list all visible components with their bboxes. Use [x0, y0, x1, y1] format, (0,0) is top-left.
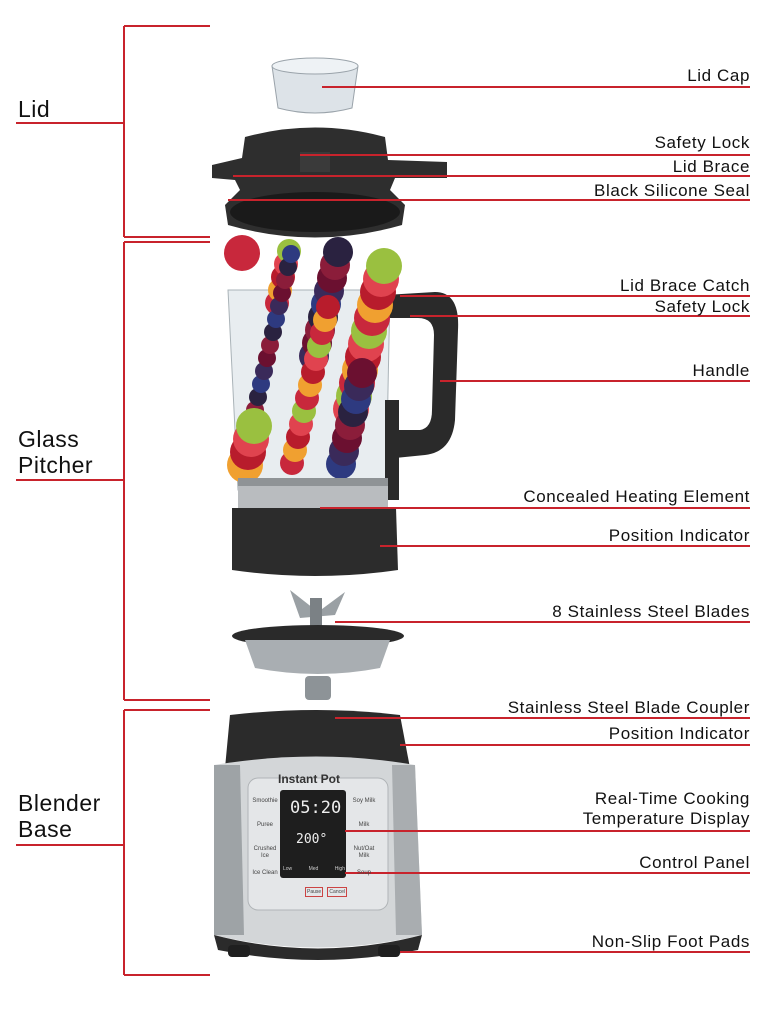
callout-label: Black Silicone Seal: [594, 181, 750, 200]
control-button[interactable]: Cancel: [327, 887, 347, 897]
program-button[interactable]: Smoothie: [252, 798, 278, 804]
program-button[interactable]: Ice Clean: [252, 870, 278, 876]
fruit-piece: [316, 295, 340, 319]
program-button[interactable]: Puree: [256, 822, 273, 828]
leader-lines: [16, 25, 750, 976]
program-button[interactable]: Nut/Oat Milk: [353, 846, 375, 859]
program-button[interactable]: Crushed Ice: [253, 846, 277, 859]
brand-logo: Instant Pot: [278, 772, 340, 786]
callout-label: Lid Brace Catch: [620, 276, 750, 295]
program-button[interactable]: Milk: [358, 822, 370, 828]
callout-label: Position Indicator: [608, 724, 750, 743]
glass-pitcher-illustration: [224, 235, 459, 576]
program-button[interactable]: Soy Milk: [352, 798, 376, 804]
lid-illustration: [212, 127, 447, 238]
callout-label: Control Panel: [639, 853, 750, 872]
callout-label: Lid Cap: [687, 66, 750, 85]
speed-button[interactable]: Low: [283, 866, 293, 872]
callout-label: Lid Brace: [672, 157, 750, 176]
callout-label: Safety Lock: [654, 133, 750, 152]
callout-label: Concealed Heating Element: [523, 487, 750, 506]
temperature-display: 200°: [296, 832, 328, 847]
fruit-piece: [323, 237, 353, 267]
group-label: Lid: [18, 96, 51, 122]
callout-label: Safety Lock: [654, 297, 750, 316]
speed-button[interactable]: Med: [308, 866, 319, 872]
blade-assembly-illustration: [232, 590, 404, 700]
fruit-piece: [347, 358, 377, 388]
speed-button[interactable]: High: [334, 866, 345, 872]
callout-label: Stainless Steel Blade Coupler: [507, 698, 750, 717]
callout-label: Non-Slip Foot Pads: [591, 932, 750, 951]
fruit-contents: [224, 235, 402, 483]
fruit-piece: [224, 235, 260, 271]
fruit-piece: [282, 245, 300, 263]
callout-label: Position Indicator: [608, 526, 750, 545]
program-button[interactable]: Soup: [356, 870, 371, 876]
fruit-piece: [236, 408, 272, 444]
fruit-piece: [366, 248, 402, 284]
lid-cap-illustration: [271, 57, 359, 114]
control-button[interactable]: Pause: [305, 887, 324, 897]
time-display: 05:20: [290, 798, 342, 818]
callout-label: 8 Stainless Steel Blades: [552, 602, 750, 621]
callout-label: Handle: [692, 361, 750, 380]
blender-base-illustration: [214, 710, 422, 960]
